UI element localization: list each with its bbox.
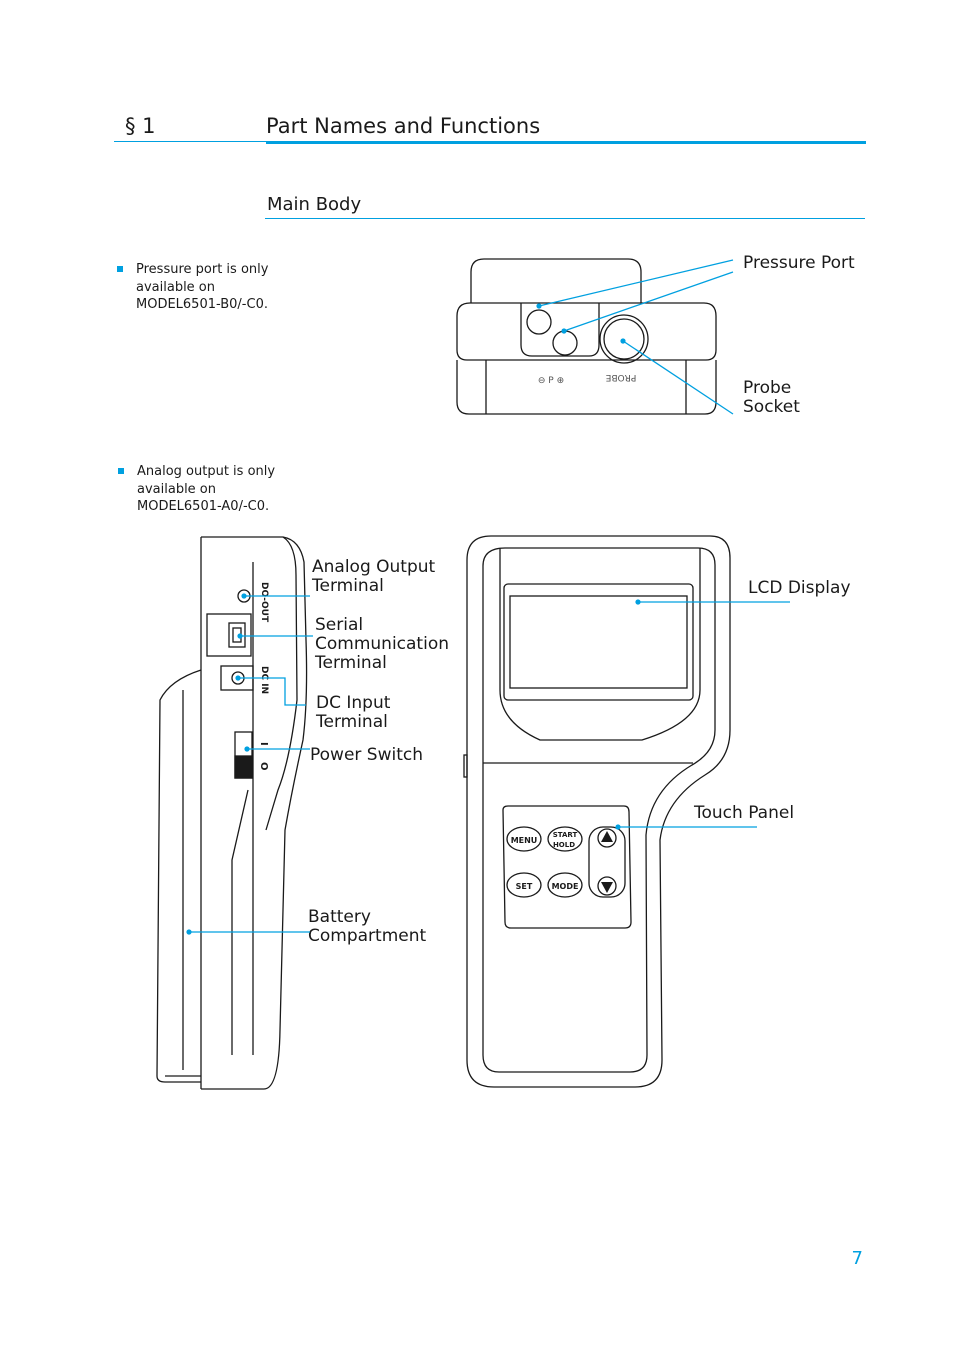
note-bullet: [117, 266, 123, 272]
set-key-label: SET: [516, 882, 533, 891]
page-number: 7: [851, 1248, 863, 1269]
mode-key-label: MODE: [552, 882, 579, 891]
note-bullet: [118, 468, 124, 474]
note-pressure-port: Pressure port is only available on MODEL…: [117, 261, 287, 314]
set-key: [506, 872, 542, 898]
note-analog-output: Analog output is only available on MODEL…: [118, 463, 288, 516]
side-o-label: O: [258, 762, 269, 771]
side-do-out-label: DO-OUT: [259, 582, 269, 623]
callout-line: Battery: [308, 907, 371, 927]
leader-dots: [186, 303, 641, 935]
pressure-port-minus: [526, 309, 552, 335]
callout-line: Terminal: [316, 712, 388, 732]
callout-probe-socket: Probe Socket: [743, 379, 800, 417]
top-view-drawing: [456, 258, 717, 415]
section-title: Part Names and Functions: [266, 114, 541, 138]
probe-label: PROBE: [605, 372, 636, 382]
top-ports-label: ⊖ P ⊕: [538, 376, 564, 386]
note-line: MODEL6501-B0/-C0.: [136, 297, 268, 312]
menu-key-label: MENU: [511, 836, 538, 845]
callout-line: Terminal: [312, 576, 384, 596]
section-rule-left: [114, 141, 269, 142]
note-line: available on: [137, 481, 217, 497]
side-dc-in-label: DC IN: [259, 666, 269, 694]
callout-line: Socket: [743, 397, 800, 417]
up-arrow-icon: [601, 831, 613, 842]
callout-serial-comm: Serial Communication Terminal: [315, 616, 449, 673]
side-i-label: I: [258, 742, 269, 746]
callout-touch-panel: Touch Panel: [694, 803, 795, 823]
callout-line: Compartment: [308, 926, 427, 946]
callout-line: Probe: [743, 378, 792, 398]
callout-analog-output: Analog Output Terminal: [312, 558, 435, 596]
callout-lcd-display: LCD Display: [748, 578, 851, 598]
mode-key: [547, 872, 583, 898]
hold-key-label: HOLD: [553, 841, 575, 849]
callout-line: Terminal: [315, 653, 387, 673]
section-rule: [266, 141, 866, 144]
menu-key: [506, 826, 542, 852]
start-key-label: START: [553, 831, 578, 839]
leader-lines: [189, 259, 790, 933]
subsection-rule: [265, 218, 865, 219]
callout-line: Analog Output: [312, 557, 436, 577]
subsection-title: Main Body: [267, 194, 362, 215]
callout-line: Serial: [315, 615, 364, 635]
probe-socket: [599, 314, 649, 364]
callout-line: DC Input: [316, 693, 391, 713]
note-line: available on: [136, 279, 216, 295]
pressure-port-plus: [552, 330, 578, 356]
start-hold-key: [547, 826, 583, 852]
note-line: Analog output is only: [137, 464, 276, 479]
side-view-drawing: [156, 536, 308, 1090]
front-view-drawing: [463, 535, 731, 1088]
callout-battery: Battery Compartment: [308, 908, 426, 946]
callout-pressure-port: Pressure Port: [743, 253, 855, 273]
note-line: MODEL6501-A0/-C0.: [137, 499, 270, 514]
callout-dc-input: DC Input Terminal: [316, 694, 390, 732]
callout-power-switch: Power Switch: [310, 745, 424, 765]
section-number: § 1: [125, 114, 156, 138]
callout-line: Communication: [315, 634, 449, 654]
note-line: Pressure port is only: [136, 262, 269, 277]
down-arrow-icon: [601, 882, 613, 893]
